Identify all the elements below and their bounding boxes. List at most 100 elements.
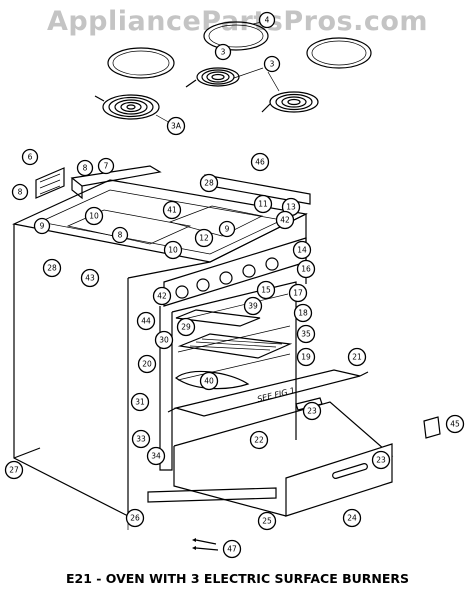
- callout-c21: 21: [347, 347, 367, 367]
- callout-circle: [146, 446, 166, 466]
- callout-circle: [253, 194, 273, 214]
- backguard-trim: [70, 165, 162, 200]
- oven-rack: [177, 333, 293, 359]
- callout-label: 18: [298, 309, 308, 318]
- callout-c3a: 3: [214, 43, 232, 61]
- callout-circle: [445, 414, 465, 434]
- callout-c10a: 10: [84, 206, 104, 226]
- callout-circle: [347, 347, 367, 367]
- callout-label: 19: [301, 353, 311, 362]
- callout-label: 4: [265, 16, 270, 25]
- callout-c18: 18: [293, 303, 313, 323]
- callout-circle: [199, 371, 219, 391]
- callout-label: 35: [301, 330, 311, 339]
- drip-pan-large-left: [107, 47, 175, 79]
- callout-c41: 41: [162, 200, 182, 220]
- callout-circle: [275, 210, 295, 230]
- callout-c8a: 8: [76, 159, 94, 177]
- callout-circle: [80, 268, 100, 288]
- callout-circle: [371, 450, 391, 470]
- callout-c7: 7: [97, 157, 115, 175]
- callout-label: 23: [376, 456, 386, 465]
- callout-label: 10: [89, 212, 99, 221]
- callout-c9b: 9: [218, 220, 236, 238]
- callout-circle: [218, 220, 236, 238]
- callout-circle: [214, 43, 232, 61]
- callout-circle: [11, 183, 29, 201]
- callout-c9a: 9: [33, 217, 51, 235]
- callout-label: 47: [227, 545, 237, 554]
- callout-circle: [342, 508, 362, 528]
- callout-label: 29: [181, 323, 191, 332]
- callout-circle: [194, 228, 214, 248]
- callout-circle: [243, 296, 263, 316]
- surface-element-center: [185, 67, 240, 88]
- callout-c31: 31: [130, 392, 150, 412]
- callout-label: 10: [168, 246, 178, 255]
- callout-c15: 15: [256, 280, 276, 300]
- callout-c3b: 3: [263, 55, 281, 73]
- callout-c4: 4: [258, 11, 276, 29]
- callout-label: 20: [142, 360, 152, 369]
- callout-circle: [111, 226, 129, 244]
- callout-c46: 46: [250, 152, 270, 172]
- drawer-rail: [147, 487, 277, 503]
- callout-c29: 29: [176, 317, 196, 337]
- callout-circle: [166, 116, 186, 136]
- callout-circle: [162, 200, 182, 220]
- callout-circle: [4, 460, 24, 480]
- callout-label: 16: [301, 265, 311, 274]
- callout-label: 12: [199, 234, 209, 243]
- callout-c23a: 23: [302, 401, 322, 421]
- callout-label: 25: [262, 517, 272, 526]
- callout-c10b: 10: [163, 240, 183, 260]
- callout-label: 28: [204, 179, 214, 188]
- callout-circle: [42, 258, 62, 278]
- callout-circle: [136, 311, 156, 331]
- callout-c22: 22: [249, 430, 269, 450]
- callout-label: 8: [118, 231, 123, 240]
- callout-circle: [256, 280, 276, 300]
- callout-circle: [84, 206, 104, 226]
- callout-c43: 43: [80, 268, 100, 288]
- oven-cavity: [159, 281, 297, 471]
- callout-c40: 40: [199, 371, 219, 391]
- callout-circle: [163, 240, 183, 260]
- leader-line: [233, 67, 264, 79]
- callout-circle: [296, 324, 316, 344]
- callout-label: 39: [248, 302, 258, 311]
- callout-label: 13: [286, 203, 296, 212]
- callout-label: 42: [280, 216, 290, 225]
- callout-label: 40: [204, 377, 214, 386]
- leader-line: [267, 71, 280, 92]
- callout-circle: [249, 430, 269, 450]
- callout-label: 44: [141, 317, 151, 326]
- callout-circle: [288, 283, 308, 303]
- clip-part-45: [423, 416, 441, 439]
- callout-c44: 44: [136, 311, 156, 331]
- broil-element: [175, 370, 250, 390]
- callout-c30: 30: [154, 330, 174, 350]
- callout-label: 11: [258, 200, 268, 209]
- callout-circle: [257, 511, 277, 531]
- callout-label: 42: [157, 292, 167, 301]
- drip-pan-top-right: [203, 21, 269, 51]
- callout-circle: [293, 303, 313, 323]
- callout-c42a: 42: [275, 210, 295, 230]
- callout-c20: 20: [137, 354, 157, 374]
- callout-label: 8: [18, 188, 23, 197]
- callout-c33: 33: [131, 429, 151, 449]
- callout-circle: [21, 148, 39, 166]
- callout-c3A: 3A: [166, 116, 186, 136]
- surface-element-large-left: [94, 94, 160, 120]
- callout-c19: 19: [296, 347, 316, 367]
- callout-circle: [263, 55, 281, 73]
- callout-circle: [154, 330, 174, 350]
- callout-label: 7: [104, 162, 109, 171]
- callout-label: 9: [40, 222, 45, 231]
- callout-circle: [296, 347, 316, 367]
- rear-vent-bracket: [35, 167, 65, 199]
- callout-circle: [258, 11, 276, 29]
- callout-label: 34: [151, 452, 161, 461]
